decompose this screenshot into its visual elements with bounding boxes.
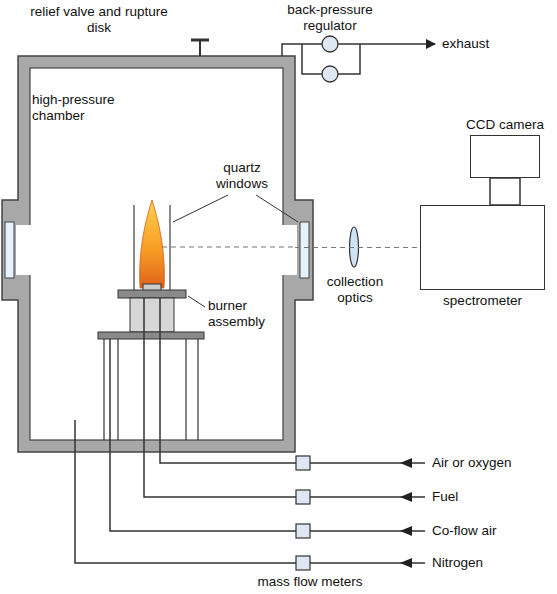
part-label: exhaust (442, 36, 542, 52)
gas-label: Air or oxygen (432, 455, 552, 471)
leader-lines (173, 195, 298, 307)
part-label: relief valve and rupture disk (28, 4, 170, 36)
part-label: quartz windows (206, 160, 278, 192)
quartz-window (300, 222, 309, 278)
spectrometer-box: spectrometer (420, 205, 545, 290)
optical-path (162, 246, 295, 247)
mass-flow-meter (296, 456, 310, 570)
node-label: CCD camera (441, 117, 557, 133)
flame (140, 200, 165, 288)
relief-valve-cap (191, 39, 209, 42)
part-label: back-pressure regulator (280, 2, 380, 34)
gas-label: Fuel (432, 489, 552, 505)
burner-plate (118, 290, 186, 298)
part-label: burner assembly (208, 298, 280, 330)
burner-base-plate (98, 332, 204, 339)
gas-lines (75, 298, 425, 563)
optical-path (295, 247, 420, 248)
inflow-arrowheads (400, 458, 412, 568)
regulator-valve (322, 66, 338, 82)
port-opening (281, 225, 297, 275)
part-label: collection optics (314, 274, 396, 306)
burner-body (130, 298, 174, 332)
port-opening (16, 225, 32, 275)
relief-valve-stem (199, 40, 201, 56)
quartz-window (5, 222, 14, 278)
chamber-interior (30, 68, 283, 440)
camera-mount (490, 178, 520, 205)
quartz-tube (133, 205, 135, 290)
part-label: mass flow meters (240, 574, 380, 590)
quartz-tube (169, 205, 171, 290)
chamber: high-pressure chamber (18, 56, 295, 452)
gas-label: Co-flow air (432, 523, 552, 539)
chamber-wall (2, 56, 313, 452)
node-label: spectrometer (391, 293, 557, 309)
burner-legs (104, 339, 198, 440)
node-label: high-pressure chamber (32, 92, 142, 124)
gas-label: Nitrogen (432, 555, 552, 571)
exhaust-pipe (282, 44, 435, 56)
regulator-valve (322, 36, 338, 52)
camera-box: CCD camera (470, 135, 540, 178)
